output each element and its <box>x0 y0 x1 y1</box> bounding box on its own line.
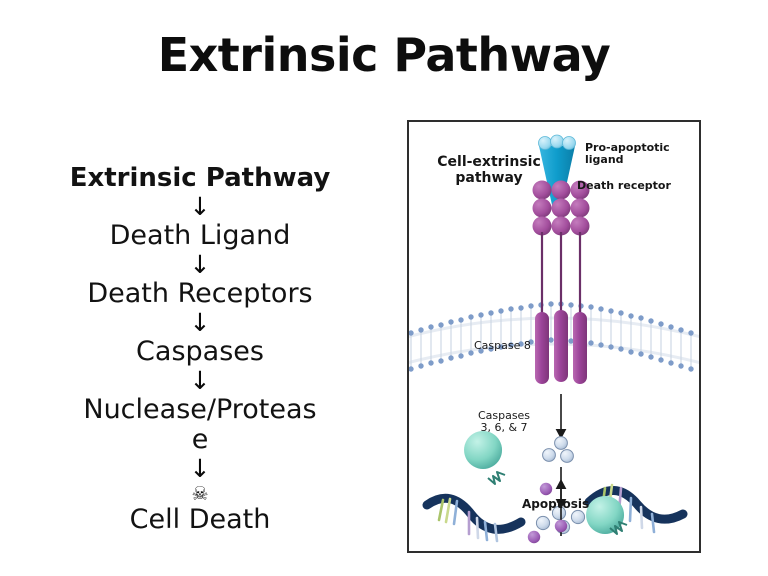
apoptosis-dot <box>539 482 553 496</box>
dna-fragment-left <box>422 493 526 543</box>
label-caspase-8: Caspase 8 <box>474 339 531 352</box>
apoptotic-body-lower-right <box>586 496 628 535</box>
caspase-8-molecules <box>542 436 574 463</box>
down-arrow-icon: ↓ <box>189 192 211 221</box>
pathway-step-caspases: Caspases <box>136 336 264 367</box>
down-arrow-icon: ↓ <box>189 454 211 483</box>
cell-extrinsic-pathway-figure: Cell-extrinsic pathway Pro-apoptotic lig… <box>407 120 701 553</box>
apoptosis-dot <box>527 530 541 544</box>
pathway-flow-list: Extrinsic Pathway ↓ Death Ligand ↓ Death… <box>45 163 355 535</box>
page-title: Extrinsic Pathway <box>157 28 611 82</box>
apoptosis-dot <box>554 519 568 533</box>
label-death-receptor: Death receptor <box>577 179 671 192</box>
pathway-step-nuclease-protease: Nuclease/Protease <box>83 394 317 455</box>
label-cell-extrinsic-pathway: Cell-extrinsic pathway <box>437 154 541 186</box>
skull-and-crossbones-icon: ☠ <box>191 483 209 505</box>
pathway-illustration <box>409 134 699 535</box>
down-arrow-icon: ↓ <box>189 366 211 395</box>
pathway-step-death-ligand: Death Ligand <box>109 220 291 251</box>
label-apoptosis: Apoptosis <box>522 497 590 511</box>
down-arrow-icon: ↓ <box>189 308 211 337</box>
apoptotic-body-upper-left <box>464 431 506 485</box>
pro-apoptotic-ligand-icon <box>538 134 576 214</box>
down-arrow-icon: ↓ <box>189 250 211 279</box>
apoptosis-illustration <box>422 431 688 544</box>
death-receptor-icon <box>532 180 590 384</box>
pathway-step-death-receptors: Death Receptors <box>87 278 313 309</box>
label-caspases-3-6-7: Caspases 3, 6, & 7 <box>477 409 531 435</box>
label-pro-apoptotic-ligand: Pro-apoptotic ligand <box>585 141 670 167</box>
pathway-step-extrinsic-pathway: Extrinsic Pathway <box>69 163 331 193</box>
pathway-step-cell-death: Cell Death <box>129 504 271 535</box>
